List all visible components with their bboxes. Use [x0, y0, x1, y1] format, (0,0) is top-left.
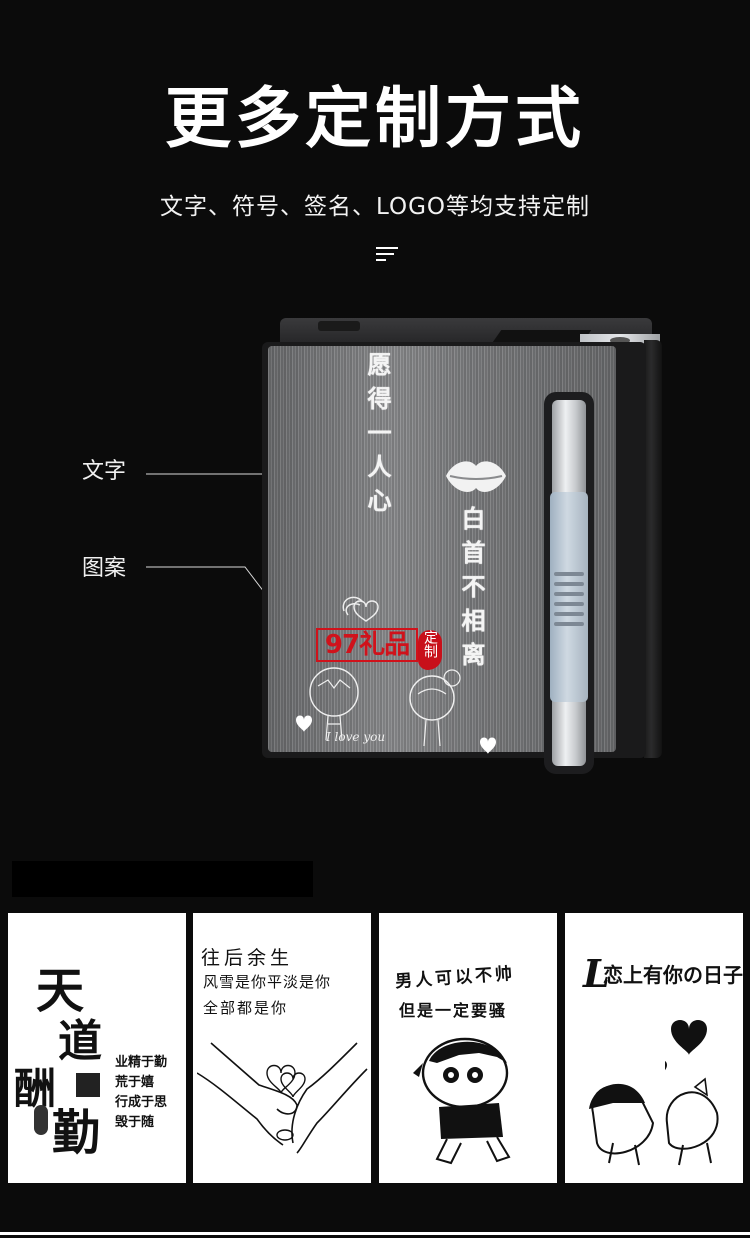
- card-line: 男人可以不帅: [394, 963, 516, 993]
- calligraphy-char: 道: [58, 1016, 102, 1067]
- seal-text: 定制: [422, 630, 438, 658]
- heart-icons: [665, 1020, 707, 1071]
- page-subtitle: 文字、符号、签名、LOGO等均支持定制: [159, 194, 591, 220]
- callout-label-pattern: 图案: [82, 556, 127, 581]
- seal-stamp-icon: [76, 1073, 100, 1097]
- design-card-cartoon-boy[interactable]: 男人可以不帅 但是一定要骚: [379, 913, 557, 1183]
- bottom-divider: [0, 1232, 750, 1235]
- couple-drawing-icon: [296, 667, 496, 754]
- card-line: 业精于勤: [115, 1055, 168, 1070]
- menu-lines-icon: [376, 247, 398, 263]
- winged-heart-icon: [342, 596, 379, 622]
- holding-hands-icon: [197, 1042, 368, 1154]
- device-side: [644, 340, 662, 758]
- card-line: 恋上有你の日子: [603, 963, 743, 987]
- device-face: 愿得一人心 白首不相离 I love you 97礼品 定制: [268, 346, 616, 774]
- calligraphy-char: 天: [36, 963, 85, 1019]
- product-image: 愿得一人心 白首不相离 I love you 97礼品 定制: [262, 318, 662, 774]
- card-line: 往后余生: [201, 947, 294, 969]
- card-line: 荒于嬉: [115, 1075, 155, 1090]
- page-title: 更多定制方式: [165, 80, 585, 157]
- engraving-right-text: 白首不相离: [457, 506, 486, 676]
- card-line: 风雪是你平淡是你: [203, 973, 332, 991]
- design-card-calligraphy[interactable]: 天 道 酬 勤 业精于勤 荒于嬉 行成于思 毁于随: [8, 913, 186, 1183]
- engraving-caption: I love you: [326, 730, 386, 744]
- design-card-kissing-pigs[interactable]: L 恋上有你の日子: [565, 913, 743, 1183]
- script-letter: L: [583, 951, 610, 996]
- calligraphy-char: 勤: [52, 1105, 101, 1161]
- kissing-pigs-icon: [589, 1077, 719, 1166]
- custom-seal: 定制: [418, 630, 442, 670]
- engraving-left-text: 愿得一人心: [363, 352, 392, 522]
- cartoon-boy-icon: [413, 1037, 511, 1165]
- callout-label-text: 文字: [82, 459, 127, 484]
- card-line: 但是一定要骚: [399, 1001, 508, 1020]
- seal-stamp-icon: [34, 1105, 48, 1135]
- calligraphy-char: 酬: [14, 1064, 57, 1113]
- lighter-slot: [544, 392, 594, 774]
- card-line: 全部都是你: [203, 999, 289, 1017]
- card-line: 行成于思: [115, 1095, 168, 1110]
- card-line: 毁于随: [115, 1115, 155, 1130]
- lighter-slider[interactable]: [550, 492, 588, 702]
- design-card-hands[interactable]: 往后余生 风雪是你平淡是你 全部都是你: [193, 913, 371, 1183]
- redacted-bar: [12, 861, 313, 897]
- watermark-badge: 97礼品: [316, 628, 418, 662]
- lips-icon: [446, 461, 506, 492]
